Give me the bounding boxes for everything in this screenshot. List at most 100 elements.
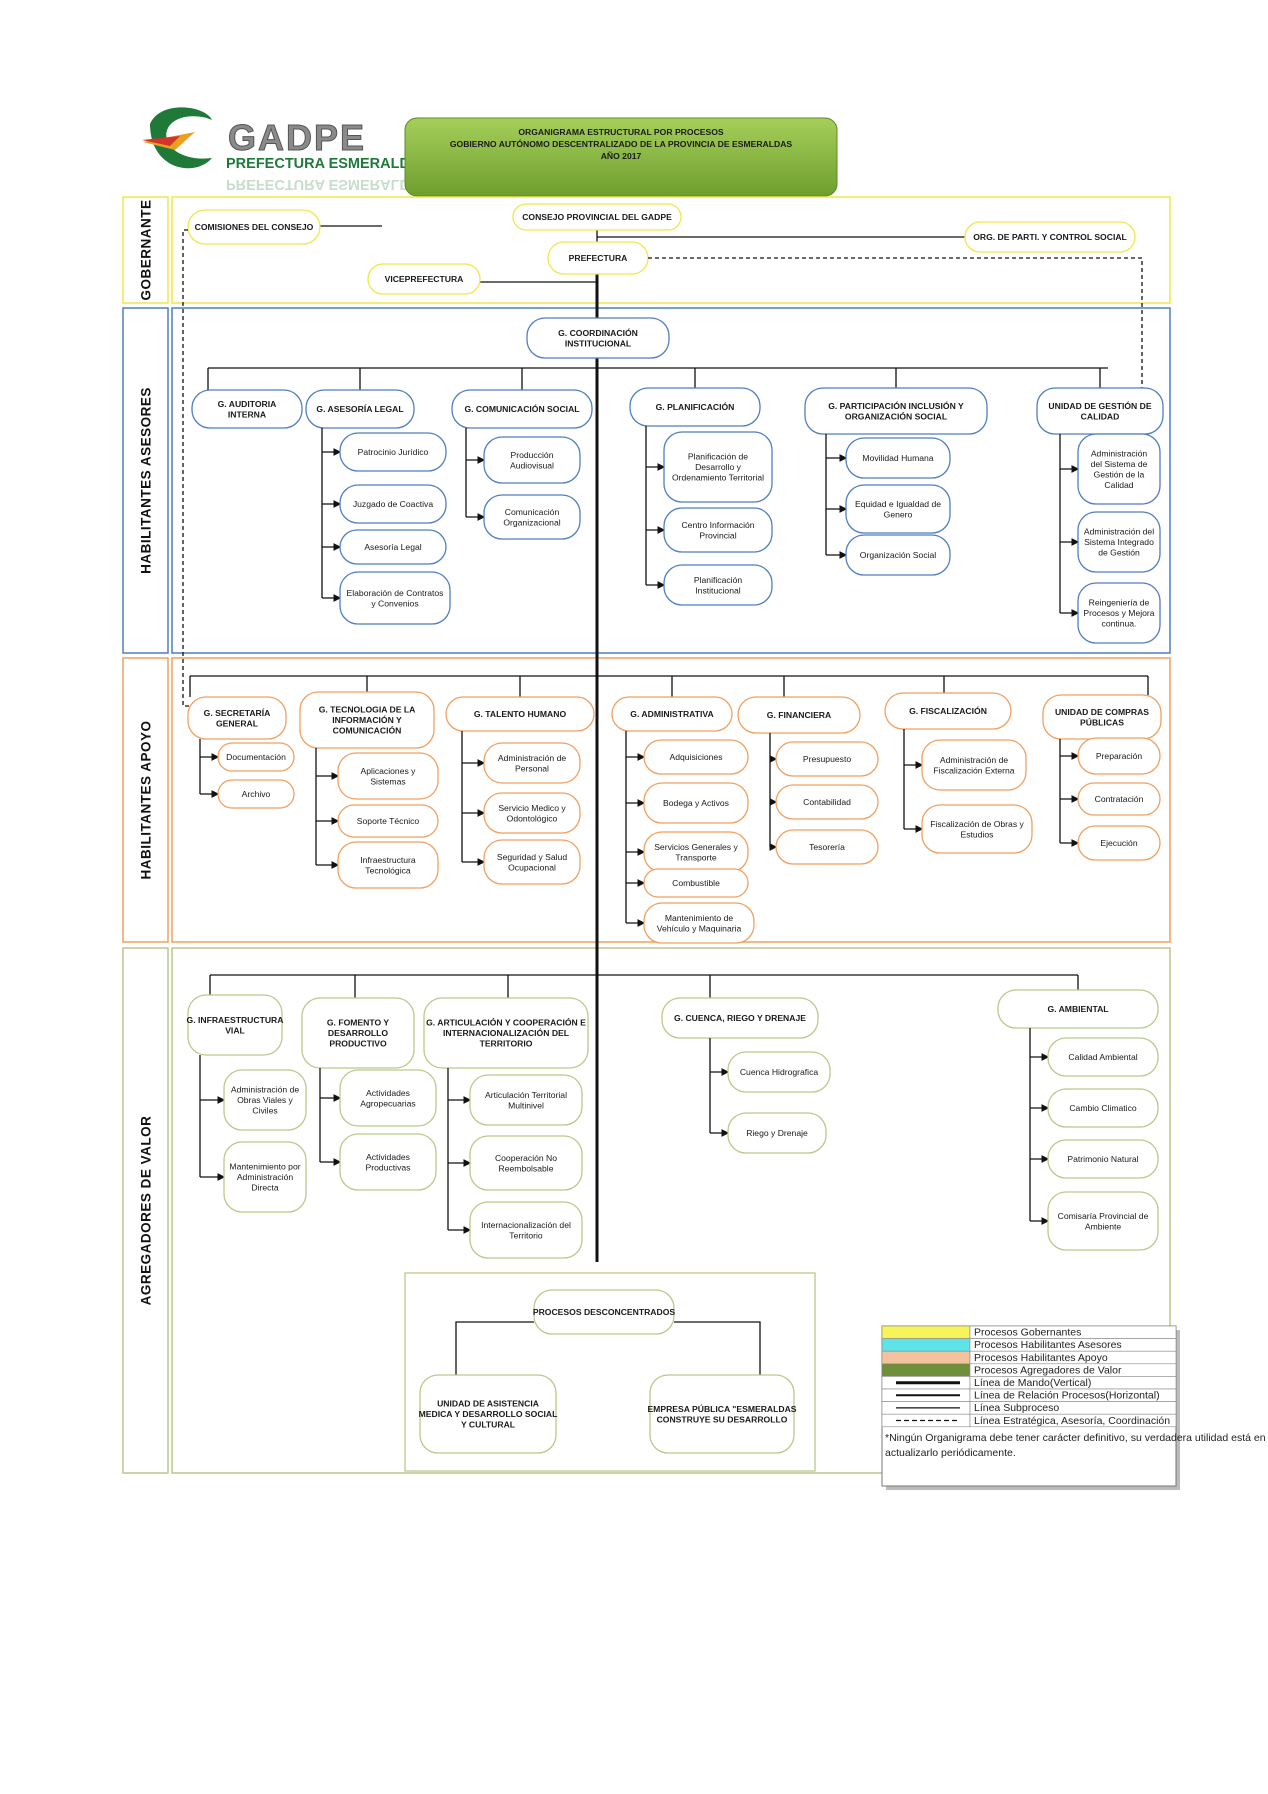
valor-subprocess[interactable]: Cambio Climatico [1047,1088,1159,1128]
apoyo-subprocess[interactable]: Documentación [217,742,295,772]
logo: GADPE PREFECTURA ESMERALDAS PREFECTURA E… [142,107,430,192]
valor-subprocess[interactable]: Riego y Drenaje [727,1112,827,1154]
valor-subprocess[interactable]: Patrimonio Natural [1047,1139,1159,1179]
valor-unit[interactable]: G. CUENCA, RIEGO Y DRENAJE [661,997,819,1039]
node-prefectura[interactable]: PREFECTURA [547,241,649,275]
apoyo-unit[interactable]: G. FINANCIERA [737,696,861,734]
asesor-unit[interactable]: G. COMUNICACIÓN SOCIAL [451,389,593,429]
asesor-subprocess-label: Organización Social [860,550,937,560]
section-label: AGREGADORES DE VALOR [139,1116,154,1306]
asesor-subprocess-label: Gestión de la [1094,469,1145,479]
asesor-unit[interactable]: G. ASESORÍA LEGAL [305,389,415,429]
asesor-subprocess[interactable]: Juzgado de Coactiva [339,484,447,524]
asesor-subprocess[interactable]: Organización Social [845,534,951,576]
valor-subprocess-label: Cooperación No [495,1153,557,1163]
asesor-subprocess[interactable]: Movilidad Humana [845,437,951,479]
asesor-unit[interactable]: G. PLANIFICACIÓN [629,387,761,427]
apoyo-subprocess[interactable]: Ejecución [1077,825,1161,861]
asesor-unit[interactable]: G. PARTICIPACIÓN INCLUSIÓN YORGANIZACIÓN… [804,387,988,435]
node-consejo[interactable]: CONSEJO PROVINCIAL DEL GADPE [512,203,682,231]
apoyo-subprocess[interactable]: Soporte Técnico [337,804,439,838]
asesor-subprocess[interactable]: Asesoría Legal [339,529,447,565]
node-org-parti-shape [964,221,1136,253]
apoyo-unit[interactable]: G. ADMINISTRATIVA [611,696,733,732]
apoyo-unit[interactable]: G. FISCALIZACIÓN [884,692,1012,730]
asesor-subprocess-shape [483,436,581,484]
valor-subprocess-shape [727,1051,831,1093]
apoyo-unit[interactable]: G. TALENTO HUMANO [445,696,595,732]
apoyo-subprocess[interactable]: Contabilidad [775,784,879,820]
desconcentrados-title[interactable]: PROCESOS DESCONCENTRADOS [533,1289,676,1335]
section-gobernante: GOBERNANTE [122,196,1171,304]
valor-unit[interactable]: G. AMBIENTAL [997,989,1159,1029]
apoyo-subprocess[interactable]: Contratación [1077,782,1161,816]
apoyo-subprocess[interactable]: Bodega y Activos [643,782,749,824]
apoyo-subprocess[interactable]: Combustible [643,868,749,898]
apoyo-subprocess[interactable]: Presupuesto [775,741,879,777]
asesor-subprocess-shape [339,432,447,472]
apoyo-subprocess[interactable]: Adquisiciones [643,739,749,775]
node-org-parti-label: ORG. DE PARTI. Y CONTROL SOCIAL [973,232,1127,242]
apoyo-subprocess-label: Preparación [1096,751,1143,761]
apoyo-subprocess[interactable]: Tesorería [775,829,879,865]
valor-subprocess[interactable]: Calidad Ambiental [1047,1037,1159,1077]
apoyo-unit-shape [884,692,1012,730]
node-viceprefectura[interactable]: VICEPREFECTURA [367,263,481,295]
asesor-subprocess[interactable]: Patrocinio Jurídico [339,432,447,472]
valor-subprocess[interactable]: Cuenca Hidrografica [727,1051,831,1093]
apoyo-subprocess-shape [337,841,439,889]
asesor-unit-label: INTERNA [228,409,266,419]
apoyo-unit-label: G. TALENTO HUMANO [474,709,567,719]
apoyo-subprocess-shape [643,902,755,944]
node-comisiones[interactable]: COMISIONES DEL CONSEJO [187,209,321,245]
asesor-unit-label: CALIDAD [1081,411,1120,421]
apoyo-subprocess[interactable]: Archivo [217,779,295,809]
valor-unit[interactable]: G. ARTICULACIÓN Y COOPERACIÓN EINTERNACI… [423,997,589,1069]
apoyo-subprocess-label: Infraestructura [360,855,416,865]
node-org-parti[interactable]: ORG. DE PARTI. Y CONTROL SOCIAL [964,221,1136,253]
apoyo-unit-label: UNIDAD DE COMPRAS [1055,707,1149,717]
apoyo-subprocess-shape [483,742,581,784]
apoyo-subprocess[interactable]: Preparación [1077,737,1161,775]
valor-subprocess-label: Multinivel [508,1100,544,1110]
asesor-subprocess-label: del Sistema de [1091,459,1148,469]
apoyo-subprocess-label: Odontológico [507,813,558,823]
